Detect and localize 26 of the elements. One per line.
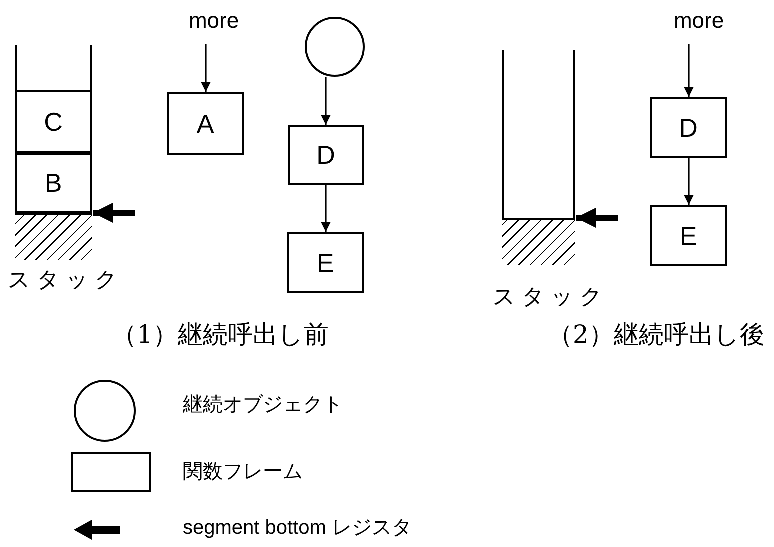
- figure-caption: （1）継続呼出し前: [112, 319, 329, 351]
- more-label: more: [183, 8, 245, 34]
- continuation-circle: [305, 17, 365, 77]
- legend-text: 継続オブジェクト: [183, 391, 343, 418]
- stack-column: [502, 50, 575, 265]
- function-frame-box: E: [287, 232, 364, 293]
- function-frame-box: B: [15, 153, 92, 213]
- more-label: more: [668, 8, 730, 34]
- stack-caption: スタック: [493, 284, 609, 312]
- arrow: [321, 77, 331, 125]
- function-frame-box: C: [15, 90, 92, 153]
- arrow: [684, 158, 694, 205]
- segment-bottom-arrow: [93, 203, 135, 223]
- arrow: [321, 185, 331, 232]
- legend-text: segment bottom レジスタ: [183, 516, 412, 541]
- function-frame-box: A: [167, 92, 244, 155]
- function-frame-box: D: [650, 97, 727, 158]
- function-frame-box: E: [650, 205, 727, 266]
- stack-column: [15, 45, 92, 260]
- stack-caption: スタック: [8, 267, 124, 295]
- legend-text: 関数フレーム: [183, 458, 303, 485]
- figure-caption: （2）継続呼出し後: [548, 319, 765, 351]
- segment-bottom-arrow: [576, 208, 618, 228]
- function-frame-box: D: [288, 125, 364, 185]
- arrow: [684, 44, 694, 97]
- arrow: [201, 44, 211, 92]
